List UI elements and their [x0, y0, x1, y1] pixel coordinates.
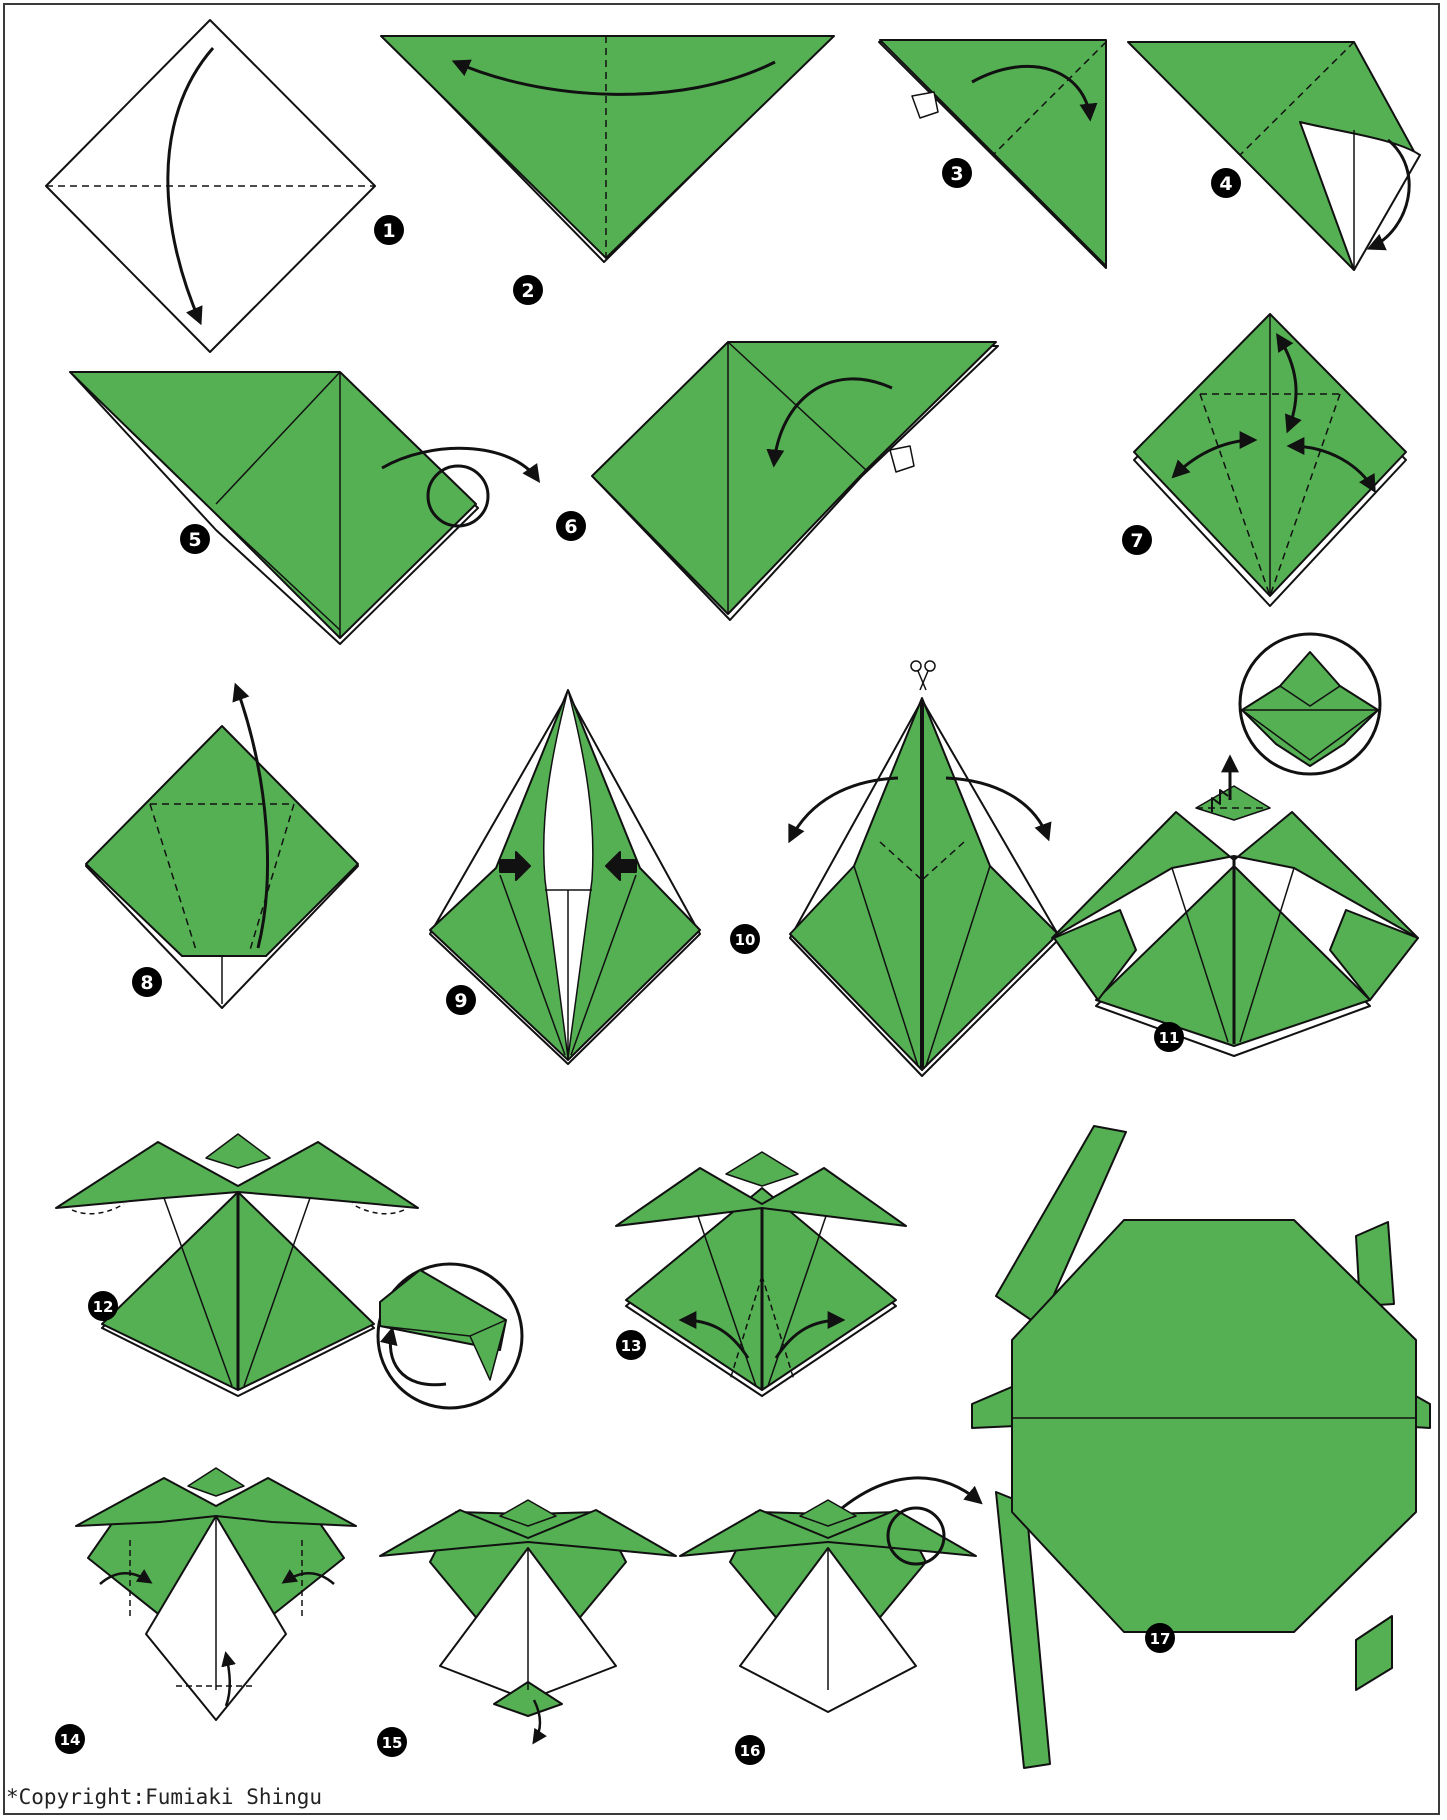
step-5-figure: [70, 372, 478, 644]
step-11-detail-inset: [1240, 634, 1380, 774]
step-14-figure: [76, 1468, 356, 1720]
svg-text:11: 11: [1159, 1029, 1180, 1047]
step-number-15: 15: [377, 1727, 407, 1757]
step-7-figure: [1134, 314, 1406, 606]
svg-text:15: 15: [382, 1734, 403, 1752]
step-number-10: 10: [730, 924, 760, 954]
step-number-11: 11: [1154, 1022, 1184, 1052]
step-1-figure: [46, 20, 375, 352]
step-13-figure: [616, 1152, 906, 1396]
svg-text:6: 6: [564, 516, 577, 538]
step-4-figure: [1128, 42, 1420, 270]
step-number-8: 8: [132, 967, 162, 997]
step-6-figure: [592, 342, 998, 620]
svg-text:8: 8: [140, 972, 153, 994]
step-number-9: 9: [446, 985, 476, 1015]
svg-text:1: 1: [382, 220, 395, 242]
step-10-figure: [790, 661, 1060, 1076]
step-number-6: 6: [556, 511, 586, 541]
step-11-figure: [1052, 634, 1418, 1056]
svg-text:5: 5: [188, 529, 201, 551]
svg-text:9: 9: [454, 990, 467, 1012]
scissors-icon: [911, 661, 935, 690]
step-12-detail-inset: [378, 1264, 522, 1408]
step-15-figure: [380, 1500, 676, 1742]
step-number-2: 2: [513, 275, 543, 305]
svg-text:4: 4: [1219, 173, 1232, 195]
step-number-12: 12: [88, 1291, 118, 1321]
svg-text:14: 14: [60, 1731, 81, 1749]
step-8-figure: [86, 686, 358, 1008]
step-number-13: 13: [616, 1330, 646, 1360]
step-17-figure: [972, 1126, 1430, 1768]
step-number-5: 5: [180, 524, 210, 554]
step-12-figure: [56, 1134, 522, 1408]
step-number-16: 16: [735, 1735, 765, 1765]
svg-text:2: 2: [521, 280, 534, 302]
copyright-text: *Copyright:Fumiaki Shingu: [6, 1787, 322, 1808]
step-number-3: 3: [942, 158, 972, 188]
svg-text:3: 3: [950, 163, 963, 185]
step-2-figure: [381, 36, 834, 262]
step-number-14: 14: [55, 1724, 85, 1754]
svg-text:10: 10: [735, 931, 756, 949]
svg-text:7: 7: [1130, 530, 1143, 552]
step-number-4: 4: [1211, 168, 1241, 198]
step-16-figure: [680, 1478, 980, 1712]
svg-text:17: 17: [1150, 1630, 1171, 1648]
step-number-7: 7: [1122, 525, 1152, 555]
step-number-17: 17: [1145, 1623, 1175, 1653]
svg-text:13: 13: [621, 1337, 642, 1355]
svg-text:16: 16: [740, 1742, 761, 1760]
step-3-figure: [879, 40, 1106, 268]
svg-text:12: 12: [93, 1298, 114, 1316]
step-number-1: 1: [374, 215, 404, 245]
